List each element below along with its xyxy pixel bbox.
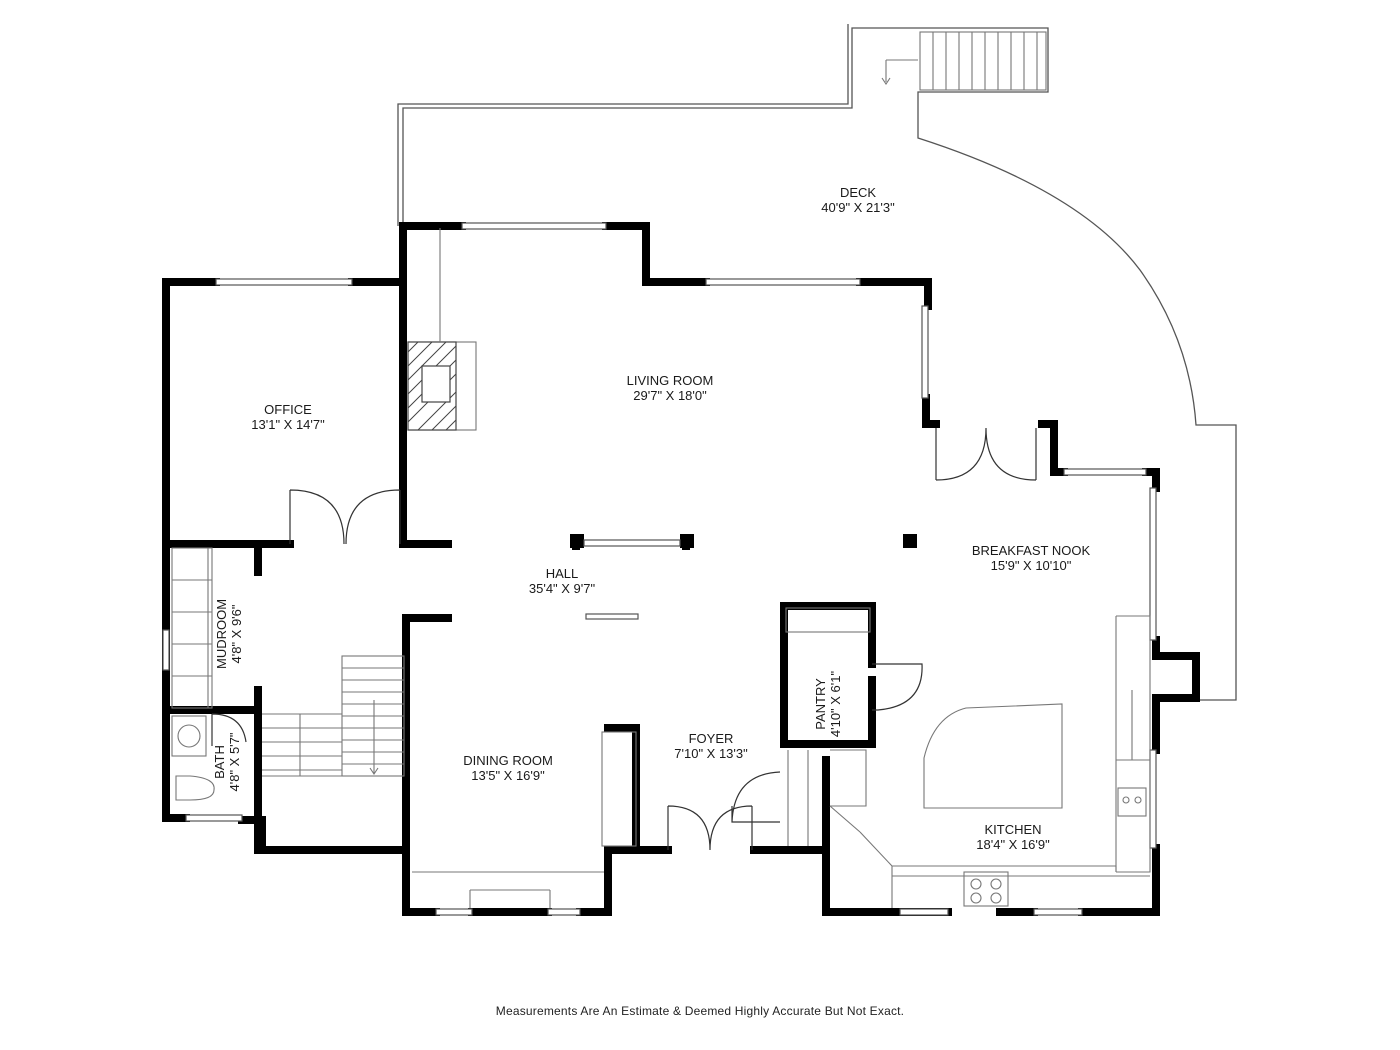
room-name-living: LIVING ROOM	[627, 373, 714, 388]
deck-stairs	[881, 31, 1047, 91]
room-name-dining: DINING ROOM	[463, 753, 553, 768]
staircase	[262, 655, 405, 777]
windows	[162, 222, 1157, 916]
room-dims-hall: 35'4" X 9'7"	[529, 581, 596, 596]
kitchen-fixtures	[412, 615, 1151, 908]
room-dims-kitchen: 18'4" X 16'9"	[976, 837, 1050, 852]
room-name-bath: BATH	[212, 745, 227, 779]
room-name-mudroom: MUDROOM	[214, 599, 229, 669]
room-name-office: OFFICE	[264, 402, 312, 417]
room-dims-deck: 40'9" X 21'3"	[821, 200, 895, 215]
fireplace	[407, 228, 477, 431]
room-name-deck: DECK	[840, 185, 876, 200]
doors	[211, 427, 1037, 851]
room-dims-bath: 4'8" X 5'7"	[227, 732, 242, 791]
room-name-kitchen: KITCHEN	[984, 822, 1041, 837]
room-dims-foyer: 7'10" X 13'3"	[674, 746, 748, 761]
bath-fixtures	[171, 715, 215, 801]
room-dims-living: 29'7" X 18'0"	[633, 388, 707, 403]
room-name-foyer: FOYER	[689, 731, 734, 746]
room-dims-mudroom: 4'8" X 9'6"	[229, 604, 244, 663]
room-name-pantry: PANTRY	[813, 678, 828, 730]
deck-outline	[397, 24, 1237, 701]
room-dims-breakfast: 15'9" X 10'10"	[991, 558, 1072, 573]
mudroom-lockers	[171, 547, 213, 709]
room-dims-dining: 13'5" X 16'9"	[471, 768, 545, 783]
room-dims-office: 13'1" X 14'7"	[251, 417, 325, 432]
room-dims-pantry: 4'10" X 6'1"	[828, 671, 843, 738]
room-name-hall: HALL	[546, 566, 579, 581]
walls	[162, 222, 1200, 916]
disclaimer-text: Measurements Are An Estimate & Deemed Hi…	[495, 1004, 905, 1018]
room-name-breakfast: BREAKFAST NOOK	[972, 543, 1091, 558]
